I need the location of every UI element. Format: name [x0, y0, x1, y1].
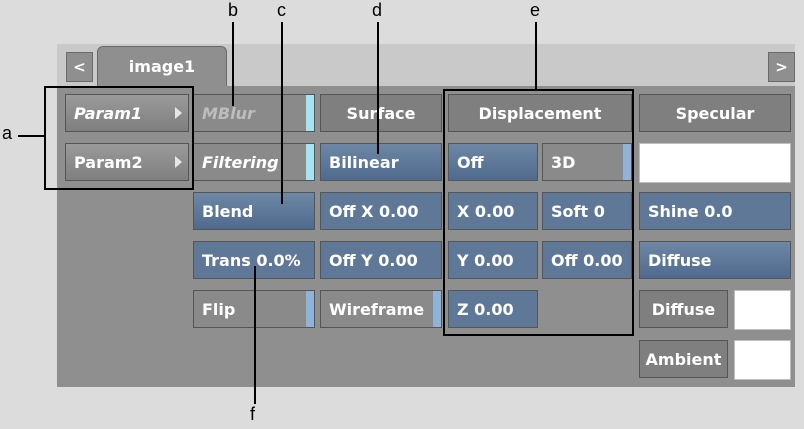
submenu-arrow-icon [175, 156, 182, 168]
param2-button[interactable]: Param2 [65, 143, 189, 181]
next-tab-button[interactable]: > [768, 52, 795, 82]
ambient-color-swatch[interactable] [734, 340, 791, 380]
callout-e-label: e [530, 0, 541, 20]
callout-b-leader [232, 22, 234, 106]
chevron-left-icon: < [73, 58, 86, 76]
blend-label: Blend [202, 201, 254, 221]
filtering-label: Filtering [202, 152, 279, 172]
displacement-x-label: X 0.00 [457, 201, 515, 221]
param1-label: Param1 [74, 103, 142, 123]
displacement-mode-label: Off [457, 152, 484, 172]
callout-f-leader [254, 266, 256, 404]
blend-button[interactable]: Blend [193, 192, 315, 230]
off-y-label: Off Y 0.00 [329, 250, 418, 270]
toggle-indicator [433, 291, 441, 327]
displacement-soft-label: Soft 0 [551, 201, 605, 221]
shine-field[interactable]: Shine 0.0 [639, 192, 791, 230]
tab-label: image1 [128, 57, 196, 76]
ambient-label-box: Ambient [639, 340, 728, 378]
mblur-label: MBlur [202, 103, 255, 123]
trans-label: Trans 0.0% [202, 250, 301, 270]
diffuse-mode-dropdown[interactable]: Diffuse [639, 241, 791, 279]
callout-e-frame [443, 89, 634, 336]
surface-header: Surface [320, 94, 442, 132]
callout-d-leader [377, 22, 379, 154]
callout-a-frame [44, 86, 194, 190]
specular-color-swatch[interactable] [639, 143, 791, 183]
displacement-off-label: Off 0.00 [551, 250, 623, 270]
callout-c-label: c [277, 0, 286, 20]
prev-tab-button[interactable]: < [66, 52, 93, 82]
displacement-y-label: Y 0.00 [457, 250, 514, 270]
diffuse-mode-label: Diffuse [648, 250, 712, 270]
surface-filter-label: Bilinear [329, 152, 399, 172]
specular-header: Specular [639, 94, 791, 132]
displacement-x-field[interactable]: X 0.00 [448, 192, 538, 230]
displacement-mode-dropdown[interactable]: Off [448, 143, 538, 181]
displacement-header: Displacement [448, 94, 632, 132]
filtering-button[interactable]: Filtering [193, 143, 315, 181]
tab-image1[interactable]: image1 [97, 46, 227, 86]
specular-header-label: Specular [675, 103, 755, 123]
shine-label: Shine 0.0 [648, 201, 733, 221]
callout-b-label: b [228, 0, 239, 20]
callout-a-label: a [2, 123, 13, 143]
diffuse-label-box: Diffuse [639, 290, 728, 328]
submenu-arrow-icon [175, 107, 182, 119]
callout-d-label: d [372, 0, 383, 20]
param2-label: Param2 [74, 152, 143, 172]
surface-filter-dropdown[interactable]: Bilinear [320, 143, 442, 181]
off-y-field[interactable]: Off Y 0.00 [320, 241, 442, 279]
toggle-indicator [623, 144, 631, 180]
callout-c-leader [281, 22, 283, 204]
callout-e-leader [535, 22, 537, 90]
diffuse-color-swatch[interactable] [734, 290, 791, 330]
mblur-button[interactable]: MBlur [193, 94, 315, 132]
displacement-y-field[interactable]: Y 0.00 [448, 241, 538, 279]
displacement-soft-field[interactable]: Soft 0 [542, 192, 632, 230]
wireframe-button[interactable]: Wireframe [320, 290, 442, 328]
callout-f-label: f [250, 404, 256, 424]
displacement-z-label: Z 0.00 [457, 299, 514, 319]
wireframe-label: Wireframe [329, 299, 425, 319]
displacement-z-field[interactable]: Z 0.00 [448, 290, 538, 328]
ambient-label: Ambient [645, 349, 722, 369]
toggle-indicator [306, 291, 314, 327]
toggle-indicator [306, 144, 314, 180]
displacement-header-label: Displacement [478, 103, 602, 123]
displacement-3d-button[interactable]: 3D [542, 143, 632, 181]
off-x-label: Off X 0.00 [329, 201, 419, 221]
displacement-3d-label: 3D [551, 152, 576, 172]
callout-a-leader [18, 135, 45, 137]
param1-button[interactable]: Param1 [65, 94, 189, 132]
diffuse-label: Diffuse [651, 299, 716, 319]
chevron-right-icon: > [775, 58, 788, 76]
flip-label: Flip [202, 299, 236, 319]
surface-header-label: Surface [346, 103, 416, 123]
displacement-off-field[interactable]: Off 0.00 [542, 241, 632, 279]
off-x-field[interactable]: Off X 0.00 [320, 192, 442, 230]
toggle-indicator [306, 95, 314, 131]
